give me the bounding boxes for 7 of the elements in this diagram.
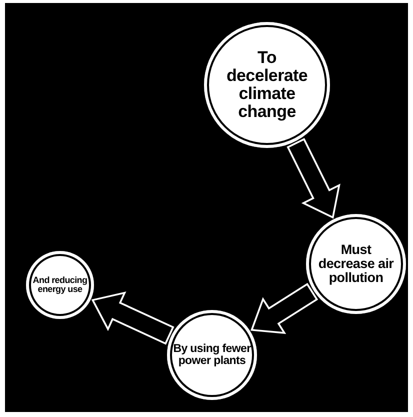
block-arrow	[286, 138, 340, 219]
node-label: Must decrease air pollution	[317, 242, 395, 286]
node-label: And reducing energy use	[32, 276, 88, 294]
node-label: To decelerate climate change	[225, 49, 309, 121]
block-arrow	[91, 291, 174, 345]
block-arrow	[250, 282, 318, 334]
node-label: By using fewer power plants	[173, 342, 251, 368]
